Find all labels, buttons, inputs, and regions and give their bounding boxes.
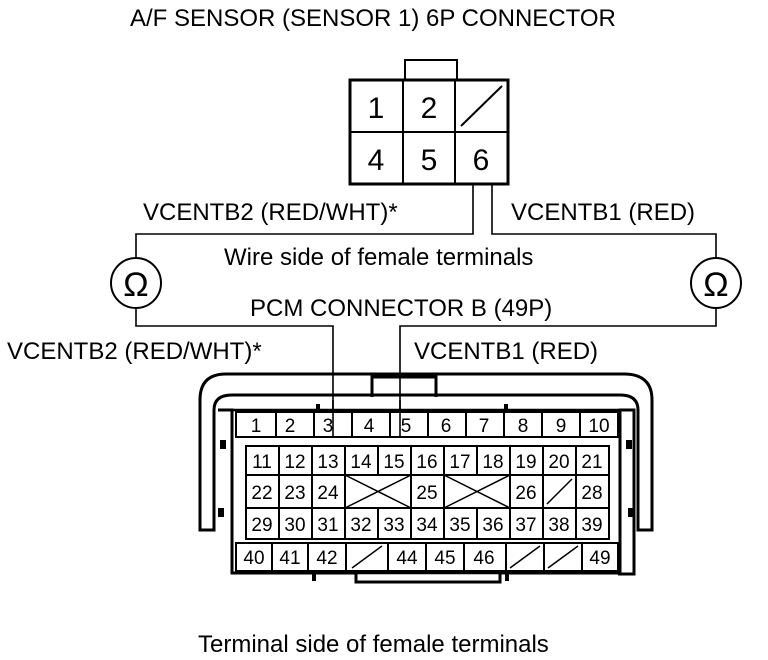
diagram-title: A/F SENSOR (SENSOR 1) 6P CONNECTOR [130, 5, 616, 32]
pcm-row-1: 1 2 3 4 5 6 7 8 9 10 [235, 411, 619, 438]
pcm-pin-2: 2 [285, 416, 296, 437]
pcm-pin-38: 38 [548, 515, 569, 536]
pcm-connector-housing [198, 372, 654, 532]
pcm-pin-35: 35 [449, 515, 470, 536]
pcm-pin-23: 23 [284, 483, 305, 504]
ohm-symbol: Ω [123, 266, 148, 304]
pcm-pin-25: 25 [416, 483, 437, 504]
pcm-pin-49: 49 [589, 548, 610, 569]
wire-label-vcentb2-sensor: VCENTB2 (RED/WHT)* [143, 199, 398, 226]
pcm-pin-33: 33 [383, 515, 404, 536]
pcm-pin-3: 3 [323, 416, 334, 437]
sensor-pin-5: 5 [421, 144, 438, 177]
pcm-pin-9: 9 [556, 416, 567, 437]
pcm-pin-8: 8 [518, 416, 529, 437]
pcm-pin-5: 5 [401, 416, 412, 437]
pcm-pin-11: 11 [252, 452, 272, 473]
pcm-pin-12: 12 [284, 452, 305, 473]
pcm-pin-30: 30 [284, 515, 305, 536]
ohm-symbol: Ω [703, 266, 728, 304]
pcm-pin-41: 41 [279, 548, 300, 569]
pcm-pin-13: 13 [317, 452, 338, 473]
pcm-pin-7: 7 [479, 416, 490, 437]
pcm-pin-42: 42 [316, 548, 337, 569]
sensor-pin-1: 1 [368, 92, 385, 125]
pcm-pin-18: 18 [482, 452, 503, 473]
pcm-pin-32: 32 [350, 515, 371, 536]
pcm-pin-45: 45 [434, 548, 455, 569]
pcm-pin-15: 15 [383, 452, 404, 473]
pcm-pin-34: 34 [416, 515, 438, 536]
pcm-pin-20: 20 [548, 452, 569, 473]
pcm-pin-31: 31 [317, 515, 338, 536]
terminal-side-caption: Terminal side of female terminals [198, 631, 549, 658]
wire-side-caption: Wire side of female terminals [224, 244, 533, 271]
sensor-connector-lock-tab [404, 59, 458, 81]
pcm-pin-6: 6 [441, 416, 452, 437]
pcm-pin-10: 10 [588, 416, 609, 437]
sensor-pin-6: 6 [473, 144, 490, 177]
pcm-pin-4: 4 [364, 416, 375, 437]
sensor-connector: 1 2 4 5 6 [348, 59, 510, 186]
wire-label-vcentb2-pcm: VCENTB2 (RED/WHT)* [7, 338, 262, 365]
pcm-row-5: 40 41 42 44 45 46 49 [235, 542, 619, 572]
pcm-pin-14: 14 [350, 452, 372, 473]
pcm-row-4: 29 30 31 32 33 34 35 36 37 38 39 [245, 507, 610, 540]
pcm-connector: 1 2 3 4 5 6 7 8 9 10 11 12 13 14 15 16 1… [198, 372, 654, 584]
pcm-connector-latch [370, 374, 438, 397]
test-lead-vcentb1 [399, 184, 717, 418]
sensor-pin-2: 2 [421, 92, 438, 125]
ohmmeter-left-icon: Ω [110, 257, 162, 309]
pcm-pin-22: 22 [251, 483, 272, 504]
sensor-pin-4: 4 [368, 144, 385, 177]
pcm-pin-29: 29 [251, 515, 272, 536]
pcm-pin-37: 37 [515, 515, 536, 536]
pcm-pin-19: 19 [515, 452, 536, 473]
pcm-pin-17: 17 [449, 452, 470, 473]
wire-label-vcentb1-sensor: VCENTB1 (RED) [511, 199, 695, 226]
pcm-pin-39: 39 [581, 515, 602, 536]
pcm-pin-44: 44 [396, 548, 418, 569]
pcm-pin-36: 36 [482, 515, 503, 536]
pcm-row-3: 22 23 24 25 26 28 [245, 474, 610, 509]
pcm-row-2: 11 12 13 14 15 16 17 18 19 20 21 [245, 445, 610, 476]
test-lead-vcentb2 [135, 184, 474, 418]
pcm-pin-16: 16 [416, 452, 437, 473]
pcm-pin-21: 21 [581, 452, 602, 473]
sensor-pin-3-empty [460, 85, 503, 127]
pcm-pin-46: 46 [473, 548, 494, 569]
wire-label-vcentb1-pcm: VCENTB1 (RED) [414, 338, 598, 365]
pcm-pin-1: 1 [251, 416, 262, 437]
pcm-pin-26: 26 [515, 483, 536, 504]
ohmmeter-right-icon: Ω [690, 257, 742, 309]
pcm-pin-40: 40 [243, 548, 264, 569]
pcm-pin-24: 24 [317, 483, 339, 504]
pcm-pin-28: 28 [581, 483, 602, 504]
pcm-connector-label: PCM CONNECTOR B (49P) [250, 295, 552, 322]
